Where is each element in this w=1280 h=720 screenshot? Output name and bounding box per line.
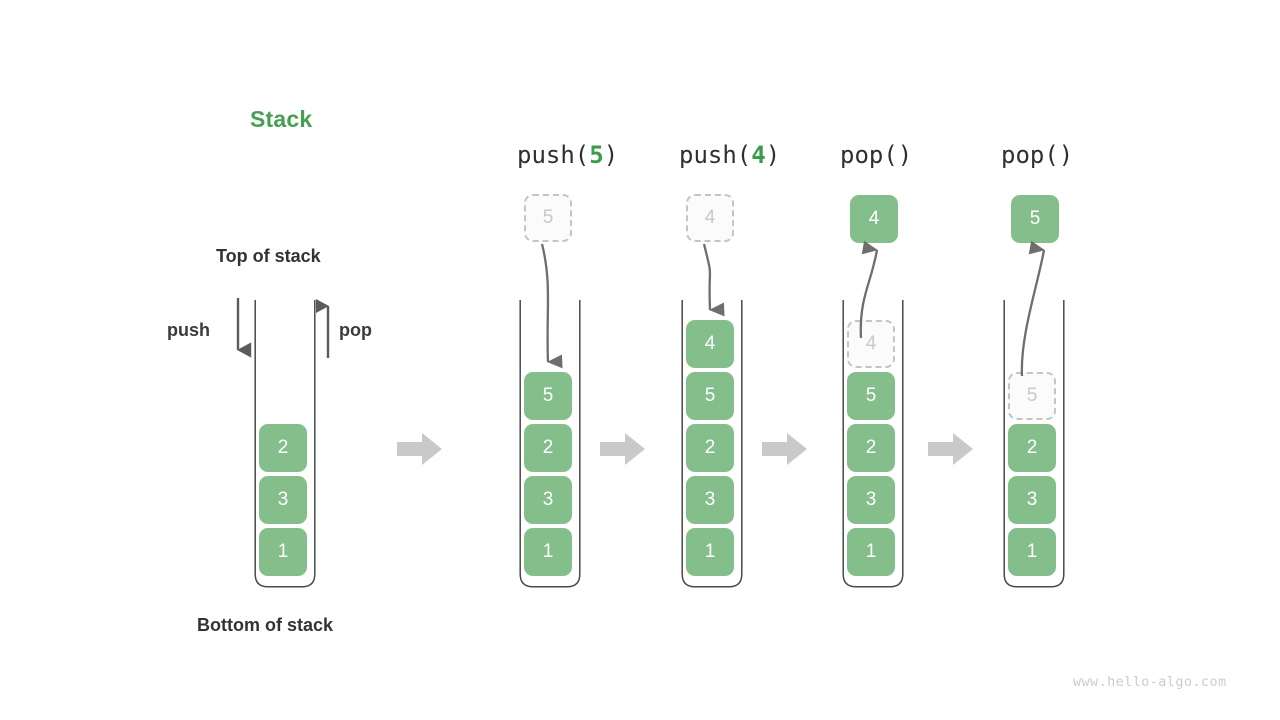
caption-prefix: push( xyxy=(517,141,590,169)
incoming-ghost-box: 4 xyxy=(686,194,734,242)
stack-box: 3 xyxy=(847,476,895,524)
caption-suffix: ) xyxy=(765,141,781,169)
caption-argument: 4 xyxy=(751,141,766,169)
stack-box: 3 xyxy=(686,476,734,524)
caption-argument: 5 xyxy=(589,141,604,169)
stack-walls xyxy=(254,300,316,588)
bottom-of-stack-label: Bottom of stack xyxy=(197,615,334,635)
pop-label: pop xyxy=(339,320,372,340)
stack-box: 1 xyxy=(524,528,572,576)
stack-box: 3 xyxy=(1008,476,1056,524)
pop-arrow-icon xyxy=(316,298,330,358)
stack-box: 1 xyxy=(686,528,734,576)
stack-box: 5 xyxy=(686,372,734,420)
stack-walls xyxy=(842,300,904,588)
push-arrow-icon xyxy=(236,298,252,358)
step-arrow-icon xyxy=(397,432,443,466)
top-of-stack-label: Top of stack xyxy=(216,246,321,266)
step-arrow-icon xyxy=(928,432,974,466)
caption-prefix: pop( xyxy=(840,141,898,169)
caption-prefix: pop( xyxy=(1001,141,1059,169)
stack-walls xyxy=(1003,300,1065,588)
caption-suffix: ) xyxy=(603,141,619,169)
stack-ghost-box: 5 xyxy=(1008,372,1056,420)
operation-caption-pop-2: pop() xyxy=(1001,141,1073,169)
push-label: push xyxy=(167,320,210,340)
arrow-right-glyph xyxy=(928,433,973,465)
stack-box: 2 xyxy=(1008,424,1056,472)
operation-caption-pop-1: pop() xyxy=(840,141,912,169)
stack-walls xyxy=(681,300,743,588)
stack-container xyxy=(842,0,962,720)
stack-box: 4 xyxy=(686,320,734,368)
stack-box: 3 xyxy=(259,476,307,524)
step-arrow-icon xyxy=(762,432,808,466)
stack-container xyxy=(681,0,801,720)
stack-box: 5 xyxy=(847,372,895,420)
caption-prefix: push( xyxy=(679,141,752,169)
stack-walls xyxy=(519,300,581,588)
stack-box: 1 xyxy=(1008,528,1056,576)
incoming-ghost-box: 5 xyxy=(524,194,572,242)
stack-box: 2 xyxy=(524,424,572,472)
stack-box: 2 xyxy=(847,424,895,472)
stack-container xyxy=(1003,0,1123,720)
stack-container xyxy=(254,0,374,720)
arrow-right-glyph xyxy=(600,433,645,465)
caption-suffix: ) xyxy=(897,141,913,169)
stack-box: 1 xyxy=(847,528,895,576)
step-arrow-icon xyxy=(600,432,646,466)
stack-box: 1 xyxy=(259,528,307,576)
page-title: Stack xyxy=(250,106,313,132)
stack-box: 5 xyxy=(524,372,572,420)
arrow-right-glyph xyxy=(397,433,442,465)
stack-box: 2 xyxy=(686,424,734,472)
watermark: www.hello-algo.com xyxy=(1073,674,1227,690)
popped-box: 5 xyxy=(1011,195,1059,243)
operation-caption-push-5: push(5) xyxy=(517,141,618,169)
stack-box: 3 xyxy=(524,476,572,524)
stack-container xyxy=(519,0,639,720)
caption-suffix: ) xyxy=(1058,141,1074,169)
arrow-right-glyph xyxy=(762,433,807,465)
popped-box: 4 xyxy=(850,195,898,243)
stack-box: 2 xyxy=(259,424,307,472)
operation-caption-push-4: push(4) xyxy=(679,141,780,169)
